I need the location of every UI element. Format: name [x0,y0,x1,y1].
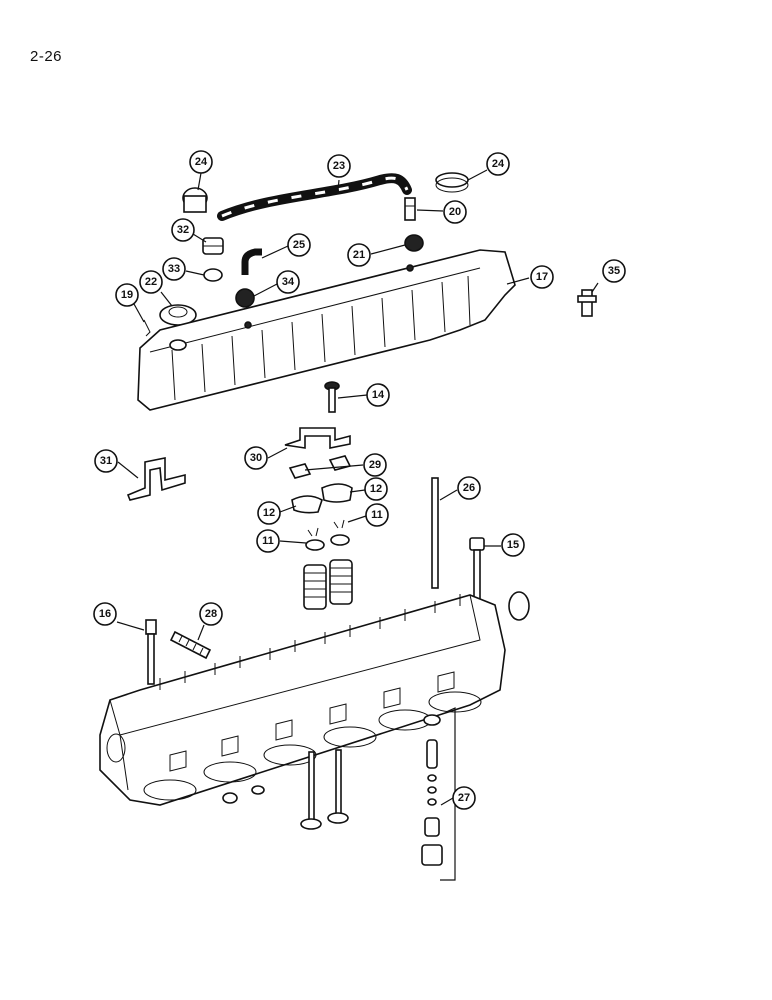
cylinder-head [99,594,506,806]
callout-label: 28 [205,608,217,620]
valve-cover-plug [235,288,255,308]
retaining-pin [143,319,151,337]
callout-31: 31 [94,449,118,473]
head-plug-a [222,792,238,804]
gasket-ring [203,268,223,282]
callout-label: 15 [507,539,519,551]
callout-32: 32 [171,218,195,242]
callout-label: 33 [168,263,180,275]
push-rod [431,477,439,589]
callout-label: 12 [263,507,275,519]
callout-35: 35 [602,259,626,283]
valve-rocker-cover [137,249,516,411]
callout-19: 19 [115,283,139,307]
callout-label: 29 [369,459,381,471]
callout-label: 11 [262,535,274,547]
callout-33: 33 [162,257,186,281]
page-number: 2-26 [30,48,63,65]
grommet [404,234,424,252]
callout-label: 14 [372,389,385,401]
callout-23: 23 [327,154,351,178]
hose-clamp-right [435,172,469,193]
rocker-arm-right [321,483,353,503]
valves [300,749,349,830]
rocker-pad-upper [288,463,312,479]
callout-17: 17 [530,265,554,289]
rocker-support-bracket [126,457,186,501]
head-stud [145,619,157,685]
callout-29: 29 [363,453,387,477]
injector-sleeve [169,630,212,660]
callout-label: 22 [145,276,157,288]
callout-30: 30 [244,446,268,470]
elbow-fitting [241,248,262,275]
leader-lines [116,169,599,806]
callout-label: 32 [177,224,189,236]
callout-label: 23 [333,160,345,172]
callout-27: 27 [452,786,476,810]
breather-cap-left [182,187,208,213]
callout-label: 26 [463,482,475,494]
expansion-plug [508,591,530,621]
callout-15: 15 [501,533,525,557]
callout-21: 21 [347,243,371,267]
callout-label: 27 [458,792,470,804]
callout-label: 34 [282,276,295,288]
callout-28: 28 [199,602,223,626]
callout-12-left: 12 [257,501,281,525]
rocker-bracket [284,427,351,449]
callout-label: 12 [370,483,382,495]
callout-label: 16 [99,608,111,620]
callout-label: 25 [293,239,305,251]
callout-24-right: 24 [486,152,510,176]
callout-20: 20 [443,200,467,224]
callout-26: 26 [457,476,481,500]
callout-label: 21 [353,249,365,261]
callout-label: 19 [121,289,133,301]
callout-label: 30 [250,452,262,464]
callout-22: 22 [139,270,163,294]
callout-16: 16 [93,602,117,626]
callout-label: 31 [100,455,112,467]
callout-label: 35 [608,265,620,277]
hose-fitting [404,197,416,221]
valve-retainers [305,519,350,551]
oil-filler-cap [202,237,224,255]
cover-stud [577,289,597,317]
callout-label: 20 [449,206,461,218]
callout-11-right: 11 [365,503,389,527]
callout-14: 14 [366,383,390,407]
callout-11-left: 11 [256,529,280,553]
callout-25: 25 [287,233,311,257]
callout-34: 34 [276,270,300,294]
callout-label: 24 [492,158,505,170]
callout-12-right: 12 [364,477,388,501]
callout-label: 24 [195,156,208,168]
cover-bolt [324,381,340,413]
head-plug-b [251,785,265,795]
injector-assembly [421,714,443,866]
callout-label: 17 [536,271,548,283]
callout-label: 11 [371,509,383,521]
rocker-arm-left [291,495,323,514]
valve-springs [303,559,353,610]
callout-24-left: 24 [189,150,213,174]
breather-hose [217,173,412,221]
filler-neck [159,304,197,326]
